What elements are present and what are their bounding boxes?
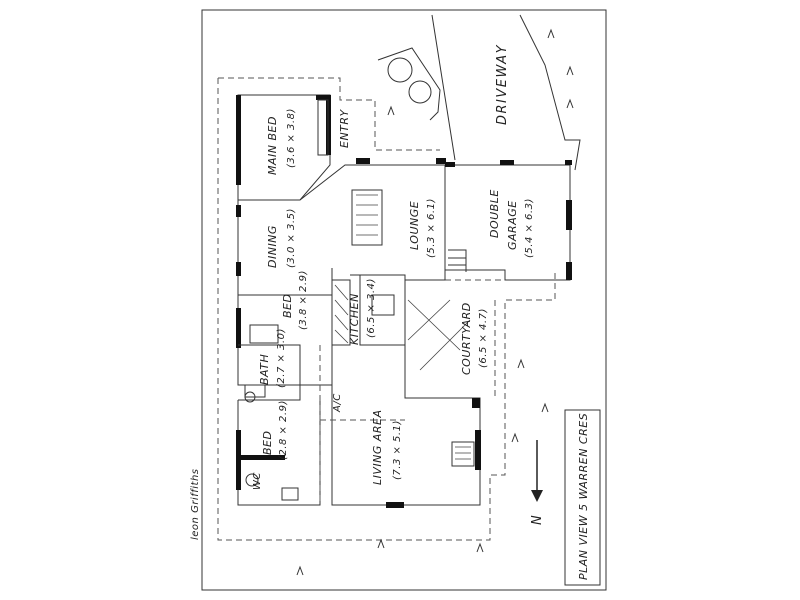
north-arrow: N <box>530 440 545 525</box>
entry-label: ENTRY <box>338 108 351 148</box>
lounge-label: LOUNGE <box>408 201 421 250</box>
garage-label-1: DOUBLE <box>488 189 501 238</box>
dining-label: DINING <box>266 225 279 268</box>
north-label: N <box>530 514 545 525</box>
house-walls <box>236 94 572 508</box>
bed2-dims: (3.8 × 2.9) <box>298 270 309 330</box>
kitchen-label: KITCHEN <box>348 293 361 345</box>
courtyard-label: COURTYARD <box>460 302 473 375</box>
courtyard-outline <box>405 279 505 400</box>
garage-label-2: GARAGE <box>506 200 519 250</box>
plan-title: PLAN VIEW 5 WARREN CRES <box>577 413 590 580</box>
courtyard-dims: (6.5 × 4.7) <box>478 308 489 368</box>
bath-dims: (2.7 × 3.0) <box>276 328 287 388</box>
bath-label: BATH <box>258 354 271 385</box>
living-dims: (7.3 × 5.1) <box>392 420 403 480</box>
lounge-dims: (5.3 × 6.1) <box>426 198 437 258</box>
garage-dims: (5.4 × 6.3) <box>524 198 535 258</box>
wc-label: WC <box>252 472 263 490</box>
bed2-label: BED <box>281 294 294 318</box>
kitchen-dims: (6.5 × 3.4) <box>366 278 377 338</box>
tree-marks <box>296 28 574 576</box>
bed3-dims: (2.8 × 2.9) <box>278 400 289 460</box>
main-bed-dims: (3.6 × 3.8) <box>286 108 297 168</box>
bed3-label: BED <box>261 431 274 455</box>
eave-outline <box>217 77 556 541</box>
ac-label: A/C <box>332 393 343 413</box>
driveway-edge <box>431 14 581 171</box>
page-border <box>201 9 607 591</box>
title-box <box>564 409 601 586</box>
main-bed-label: MAIN BED <box>266 116 279 175</box>
garden-shrubs <box>377 47 441 121</box>
author-signature: leon Griffiths <box>190 469 201 541</box>
dining-dims: (3.0 × 3.5) <box>286 208 297 268</box>
living-label: LIVING AREA <box>371 409 384 485</box>
driveway-label: DRIVEWAY <box>495 44 510 125</box>
